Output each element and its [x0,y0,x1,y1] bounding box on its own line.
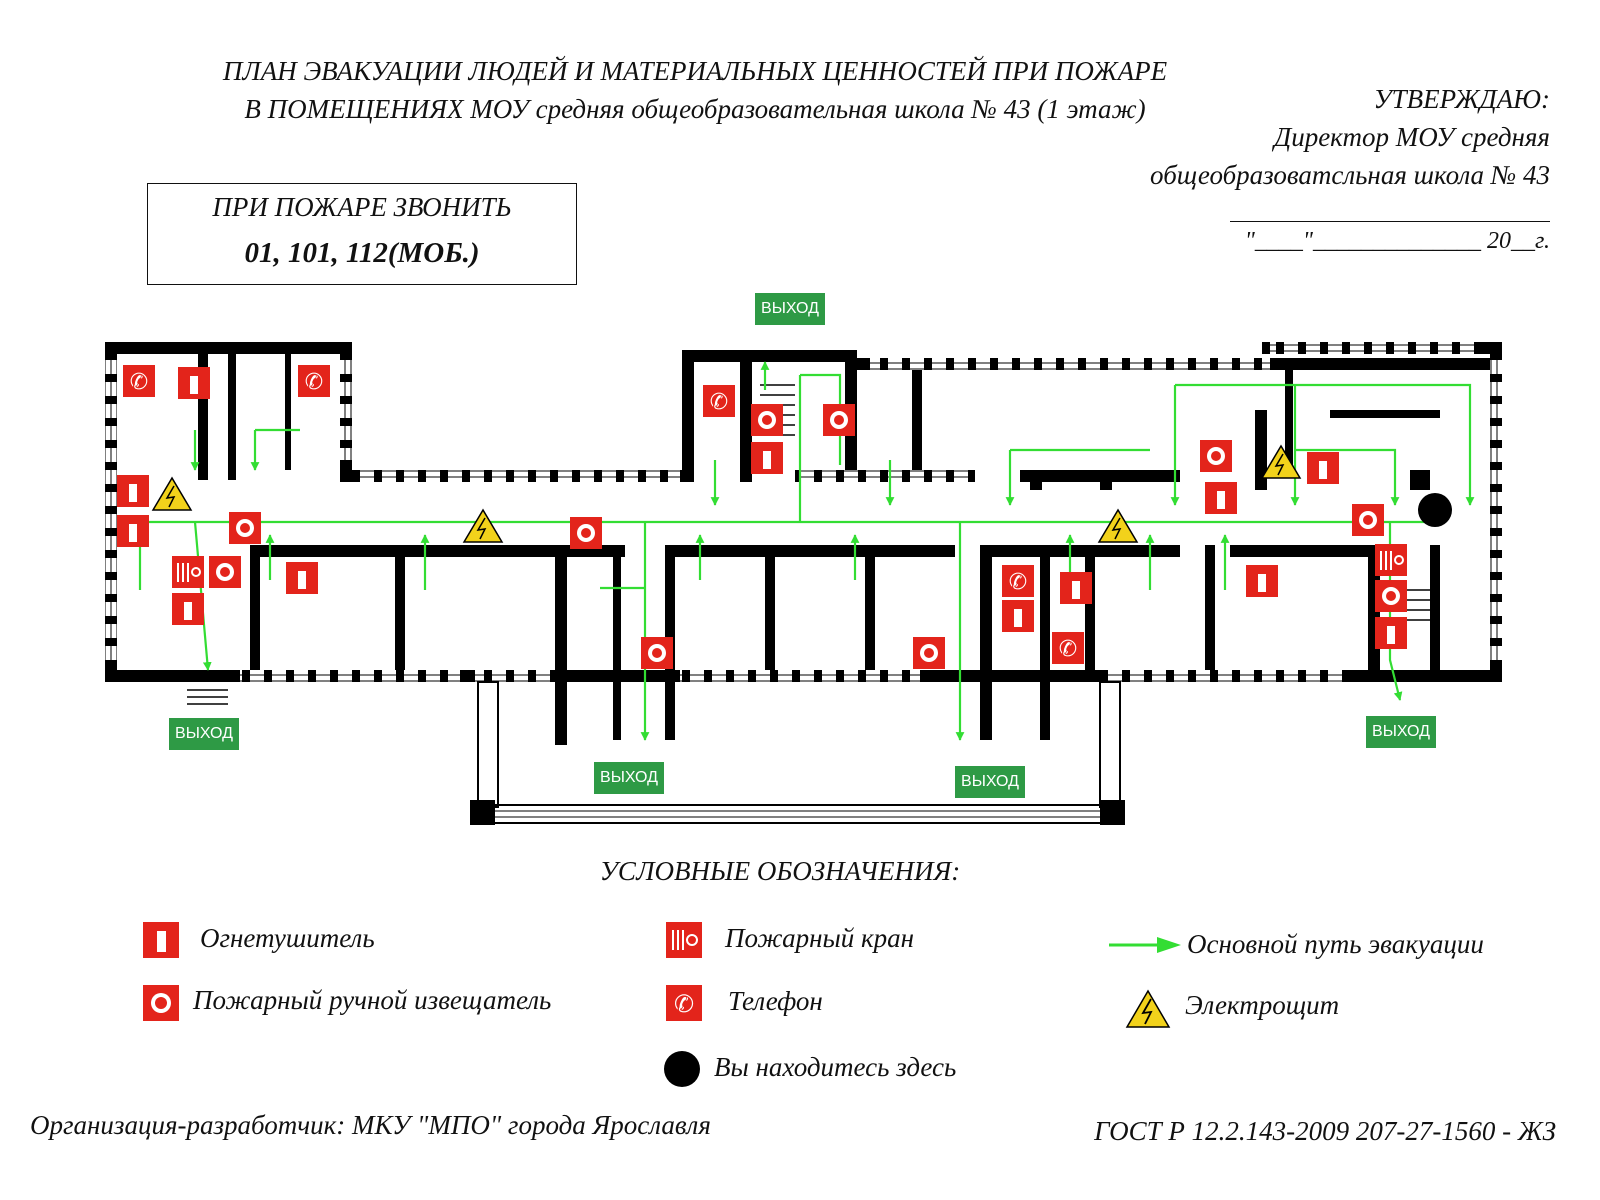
extinguishers [117,367,1407,649]
you-are-here-icon [664,1051,700,1087]
legend-manual-call-point: Пожарный ручной извещатель [193,985,552,1015]
legend-you-are-here: Вы находитесь здесь [714,1052,957,1082]
hydrant-icon [1375,544,1407,576]
emergency-call-label: ПРИ ПОЖАРЕ ЗВОНИТЬ [212,192,512,222]
approval-label: УТВЕРЖДАЮ: [1373,84,1550,114]
call-point-icon [641,637,673,669]
extinguisher-icon [751,442,783,474]
extinguisher-icon [172,593,204,625]
extinguisher-icon [286,562,318,594]
exit-sign-center-right: ВЫХОД [955,766,1025,798]
signature-block: "____"______________ 20__г. [1230,205,1550,255]
exit-sign-left: ВЫХОД [169,718,239,750]
walls [105,342,1502,745]
legend-title: УСЛОВНЫЕ ОБОЗНАЧЕНИЯ: [599,856,961,886]
extinguisher-icon [1375,617,1407,649]
floor-plan: ✆ ✆ ✆ ✆ ✆ [105,342,1502,825]
svg-text:✆: ✆ [305,370,323,395]
legend-phone: Телефон [728,986,823,1016]
electrical-panels [151,444,1302,543]
call-point-icon [1375,580,1407,612]
phone-icon: ✆ [1002,565,1034,597]
standard-reference: ГОСТ Р 12.2.143-2009 207-27-1560 - ЖЗ [1094,1116,1556,1146]
svg-text:✆: ✆ [130,370,148,395]
plan-title-line-1: ПЛАН ЭВАКУАЦИИ ЛЮДЕЙ И МАТЕРИАЛЬНЫХ ЦЕНН… [222,56,1168,86]
call-point-icon [229,512,261,544]
extinguisher-icon [1246,565,1278,597]
approval-organization: общеобразоватсльная школа № 43 [1150,160,1550,190]
approval-block: УТВЕРЖДАЮ: Директор МОУ средняя общеобра… [1150,80,1550,194]
exit-sign-center-left: ВЫХОД [594,762,664,794]
panel-icon [1125,989,1171,1028]
extinguisher-icon [117,475,149,507]
call-point-icon [1200,440,1232,472]
legend-extinguisher: Огнетушитель [200,923,375,953]
hydrant-icon [666,922,702,958]
legend-fire-hydrant: Пожарный кран [725,923,915,953]
svg-text:✆: ✆ [1059,637,1077,662]
phone-icon: ✆ [298,365,330,397]
extinguisher-icon [117,515,149,547]
hydrant-icon [172,556,204,588]
exit-sign-top: ВЫХОД [755,293,825,325]
phones: ✆ ✆ ✆ ✆ ✆ [123,365,1084,664]
extinguisher-icon [143,922,179,958]
extinguisher-icon [178,367,210,399]
call-point-icon [1352,504,1384,536]
developer-organization: Организация-разработчик: МКУ "МПО" город… [30,1110,711,1140]
svg-text:✆: ✆ [710,390,728,415]
call-point-icon [570,517,602,549]
extinguisher-icon [1205,482,1237,514]
phone-icon: ✆ [1052,632,1084,664]
stairs [187,384,1430,705]
extinguisher-icon [1307,452,1339,484]
plan-title-line-2: В ПОМЕЩЕНИЯХ МОУ средняя общеобразовател… [244,94,1146,124]
panel-icon [462,508,504,543]
call-point-icon [143,985,179,1021]
svg-text:✆: ✆ [674,990,694,1018]
you-are-here-marker [1418,493,1452,527]
phone-icon: ✆ [666,985,702,1021]
panel-icon [1260,444,1302,479]
approval-position: Директор МОУ средняя [1274,122,1550,152]
front-porch [470,681,1125,825]
extinguisher-icon [1002,600,1034,632]
signature-line [1230,205,1550,222]
phone-icon: ✆ [703,385,735,417]
legend-electrical-panel: Электрощит [1185,990,1340,1020]
panel-icon [1097,508,1139,543]
fire-hydrants [172,544,1407,588]
phone-icon: ✆ [123,365,155,397]
emergency-call-box: ПРИ ПОЖАРЕ ЗВОНИТЬ 01, 101, 112(МОБ.) [147,183,577,285]
legend-evacuation-route: Основной путь эвакуации [1187,929,1484,959]
extinguisher-icon [1060,572,1092,604]
call-point-icon [209,556,241,588]
svg-text:✆: ✆ [1009,570,1027,595]
windows [105,342,1502,682]
emergency-call-numbers: 01, 101, 112(МОБ.) [244,237,480,269]
manual-call-points [209,404,1407,669]
call-point-icon [751,404,783,436]
exit-sign-right: ВЫХОД [1366,716,1436,748]
call-point-icon [823,404,855,436]
approval-date-line: "____"______________ 20__г. [1244,228,1550,254]
route-arrow-icon [1109,937,1181,953]
panel-icon [151,476,193,511]
evacuation-routes [117,361,1475,741]
call-point-icon [913,637,945,669]
